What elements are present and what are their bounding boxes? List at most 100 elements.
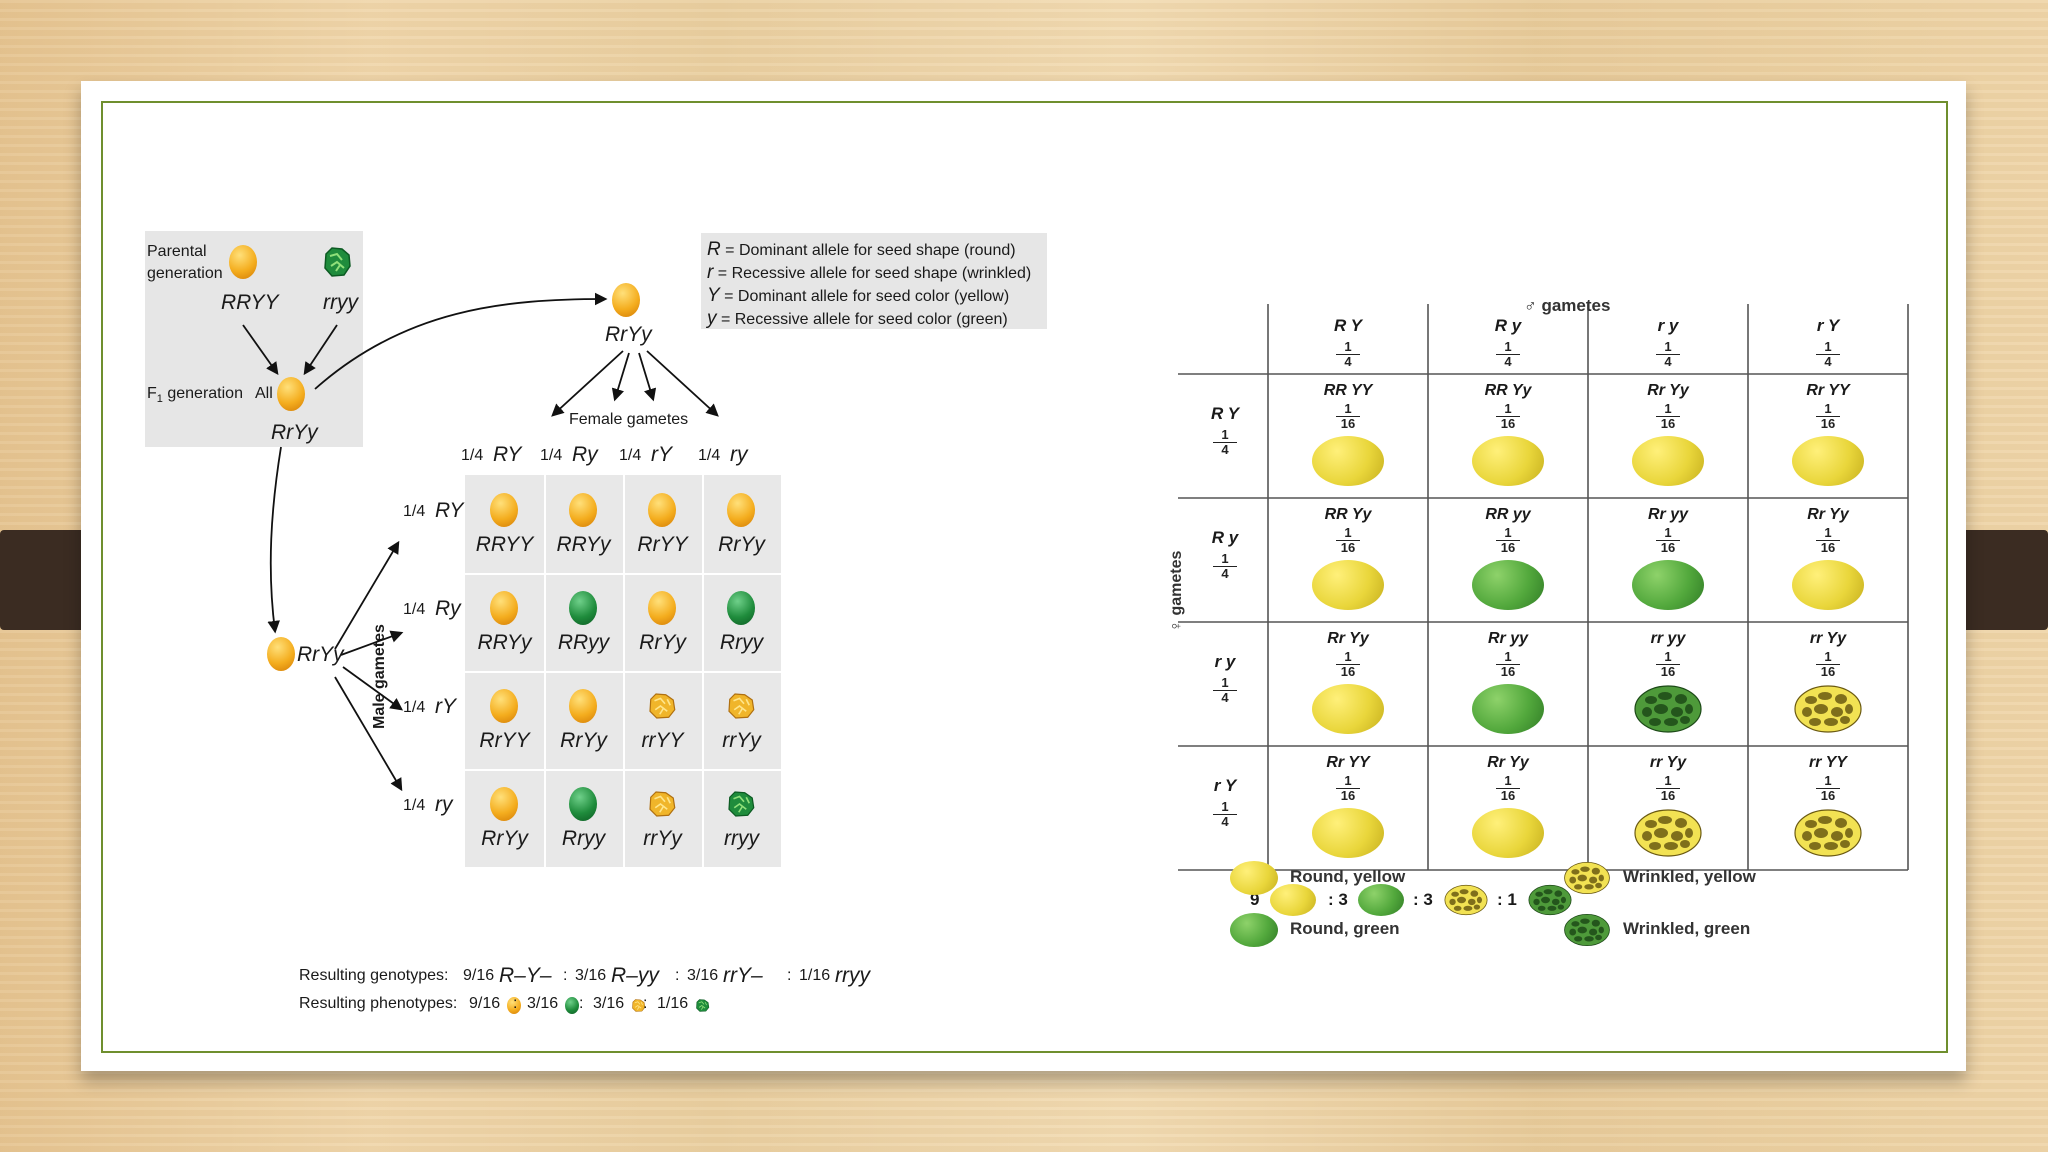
female-gamete-fraction: 1/4 [540, 447, 563, 464]
genotype-class: R–Y– [499, 964, 552, 987]
left-cell-genotype: rrYY [641, 729, 684, 752]
phenotype-icon-round-green [565, 997, 579, 1014]
right-cell-pea-round-yellow [1312, 560, 1384, 610]
legend-label: Round, green [1290, 919, 1400, 938]
left-cell-genotype: RrYy [718, 533, 765, 556]
ratio-icon-wrinkled-yellow [1444, 884, 1488, 916]
genotype-class: rryy [835, 964, 870, 987]
phenotype-fraction: 1/16 [657, 995, 689, 1012]
left-cell-pea-round-yellow [490, 787, 518, 821]
ratio-icon-round-yellow [1270, 884, 1316, 916]
right-cell-pea-wrinkled-yellow [1794, 685, 1862, 733]
female-gamete-genotype: RY [493, 443, 522, 466]
dihybrid-cross-figure: Parental generation RRYY rryy F1 generat… [145, 149, 1909, 1014]
arrow-rryy-to-f1 [242, 324, 279, 376]
left-cell-genotype: RrYy [481, 827, 528, 850]
genotype-fraction: 1/16 [799, 967, 831, 984]
phenotype-fraction: 9/16 [469, 995, 501, 1012]
left-cell-genotype: RrYY [479, 729, 530, 752]
left-f1-genotype: RrYy [297, 643, 344, 666]
left-cell-genotype: RRYy [477, 631, 532, 654]
allele-legend-item: R = Dominant allele for seed shape (roun… [707, 239, 1016, 260]
arrow-rryy-recessive-to-f1 [303, 324, 338, 376]
left-cell-genotype: RrYy [639, 631, 686, 654]
male-gamete-genotype: RY [435, 499, 464, 522]
left-cell-pea-wrinkled-yellow [728, 693, 755, 719]
right-cell-pea-round-green [1632, 560, 1704, 610]
right-cell-genotype: rr yy [1650, 630, 1686, 647]
arrow-f1-to-left [267, 446, 282, 634]
right-cell-genotype: Rr yy [1487, 630, 1529, 647]
parent-genotype-rryy-dominant: RRYY [221, 291, 279, 314]
phenotype-fraction: 3/16 [527, 995, 559, 1012]
right-cell-pea-round-yellow [1312, 684, 1384, 734]
left-cell-pea-wrinkled-yellow [649, 791, 676, 817]
arrow-top-to-female-ry-mixed2 [638, 352, 657, 402]
right-cell-pea-wrinkled-yellow [1634, 809, 1702, 857]
arrow-layer [242, 292, 719, 792]
right-cell-pea-round-yellow [1792, 560, 1864, 610]
allele-legend-item: Y = Dominant allele for seed color (yell… [707, 285, 1010, 306]
left-cell-genotype: RRYY [475, 533, 534, 556]
f1-all-label: All [255, 385, 273, 402]
ratio-number: : 3 [1413, 890, 1433, 909]
genotype-results-label: Resulting genotypes: [299, 967, 449, 984]
left-cell-genotype: Rryy [561, 827, 606, 850]
ratio-number: 9 [1250, 890, 1260, 909]
left-cell-genotype: rrYy [643, 827, 682, 850]
result-separator: : [643, 995, 648, 1012]
arrow-left-to-male-ry-mixed [340, 630, 404, 656]
right-cell-pea-wrinkled-yellow [1794, 809, 1862, 857]
male-gamete-fraction: 1/4 [403, 797, 426, 814]
right-cell-pea-round-yellow [1632, 436, 1704, 486]
male-gamete-fraction: 1/4 [403, 601, 426, 618]
male-gamete-fraction: 1/4 [403, 699, 426, 716]
phenotype-icon-round-yellow [507, 997, 521, 1014]
result-separator: : [563, 967, 568, 984]
parental-label-line2: generation [147, 265, 223, 282]
genotype-class: R–yy [611, 964, 659, 987]
result-separator: : [513, 995, 518, 1012]
male-gamete-genotype: r y [1657, 316, 1679, 335]
left-cell-pea-round-yellow [490, 493, 518, 527]
right-cell-pea-round-yellow [1472, 436, 1544, 486]
female-gamete-genotype: r Y [1213, 776, 1237, 795]
ratio-number: : 1 [1497, 890, 1517, 909]
female-gamete-genotype: R y [1211, 528, 1239, 547]
left-cell-pea-round-yellow [727, 493, 755, 527]
arrow-f1-to-top [314, 292, 608, 390]
left-cell-pea-round-yellow [648, 591, 676, 625]
result-separator: : [787, 967, 792, 984]
right-cell-pea-round-yellow [1792, 436, 1864, 486]
left-cell-pea-round-green [569, 591, 597, 625]
female-gamete-genotype: ry [730, 443, 748, 466]
legend-icon-wrinkled-green [1564, 913, 1610, 947]
f1-pea [277, 377, 305, 411]
allele-legend-item: y = Recessive allele for seed color (gre… [707, 308, 1008, 329]
left-f1-pea [267, 637, 295, 671]
result-separator: : [675, 967, 680, 984]
right-cell-genotype: Rr Yy [1327, 630, 1369, 647]
left-cell-pea-round-yellow [569, 689, 597, 723]
female-gamete-genotype: rY [651, 443, 672, 466]
left-cell-genotype: Rryy [719, 631, 764, 654]
left-cell-pea-round-yellow [648, 493, 676, 527]
f1-genotype: RrYy [271, 421, 318, 444]
phenotype-icon-wrinkled-green [696, 999, 710, 1012]
left-cell-genotype: rrYy [722, 729, 761, 752]
left-cell-genotype: rryy [724, 827, 759, 850]
right-cell-genotype: RR YY [1323, 382, 1373, 399]
result-separator: : [579, 995, 584, 1012]
left-grid-vline [702, 475, 704, 867]
female-gametes-label: Female gametes [569, 411, 689, 428]
